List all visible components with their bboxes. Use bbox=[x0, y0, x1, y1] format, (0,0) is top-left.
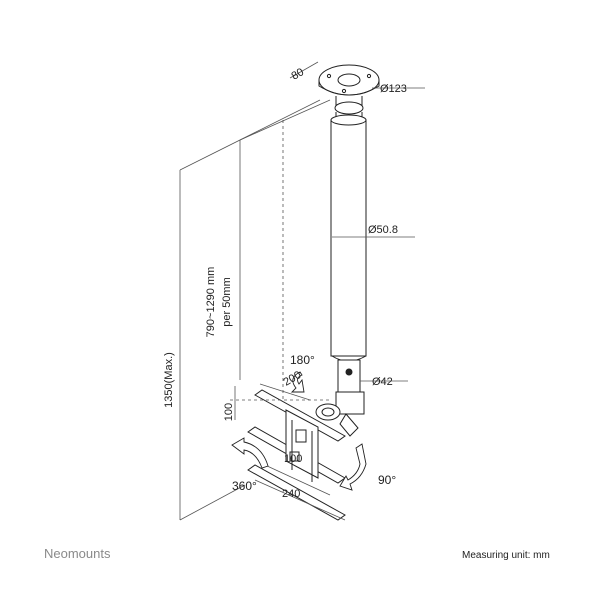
tube-diameter-label: Ø50.8 bbox=[368, 224, 398, 236]
plate-side-label: 80 bbox=[290, 66, 307, 83]
dimension-lines bbox=[179, 61, 425, 521]
rotate-label: 90° bbox=[378, 473, 396, 487]
vesa-width-inner-label: 100 bbox=[284, 453, 302, 465]
swivel-arrow-icon bbox=[231, 437, 269, 469]
rotation-arrows bbox=[231, 371, 367, 491]
vesa-bracket bbox=[247, 389, 346, 521]
lower-joint bbox=[315, 355, 367, 437]
main-tube bbox=[330, 114, 367, 357]
rotate-arrow-icon bbox=[339, 443, 367, 491]
max-height-label: 1350(Max.) bbox=[163, 352, 175, 408]
tilt-arrow-icon bbox=[290, 371, 305, 393]
vesa-height-label: 100 bbox=[223, 403, 235, 421]
vesa-width-bottom-label: 240 bbox=[282, 488, 300, 500]
joint-diameter-label: Ø42 bbox=[372, 376, 393, 388]
range-label-line2: per 50mm bbox=[221, 277, 233, 327]
tilt-label: 180° bbox=[290, 353, 315, 367]
brand-logo: Neomounts bbox=[44, 546, 111, 561]
ceiling-plate bbox=[318, 64, 380, 96]
range-label-line1: 790~1290 mm bbox=[205, 267, 217, 338]
plate-diameter-label: Ø123 bbox=[380, 83, 407, 95]
swivel-label: 360° bbox=[232, 479, 257, 493]
measuring-unit-note: Measuring unit: mm bbox=[462, 550, 550, 561]
drawing-lines bbox=[247, 64, 380, 521]
